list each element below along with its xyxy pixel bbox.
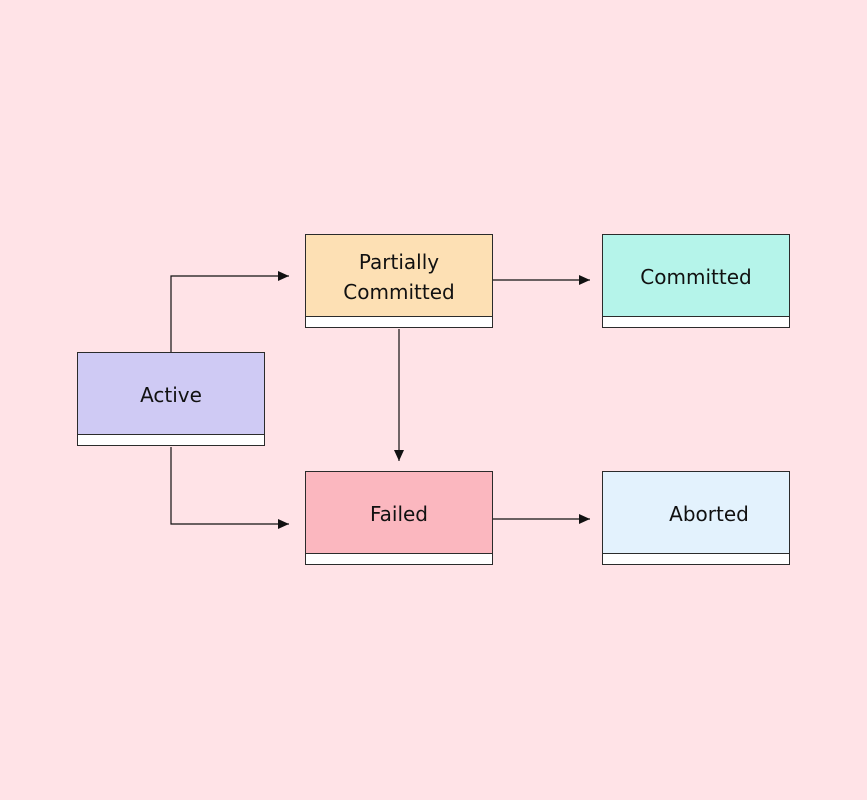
- state-aborted-label: Aborted: [669, 501, 749, 526]
- state-aborted[interactable]: Aborted: [602, 471, 790, 565]
- edge-active-to-failed: [170, 447, 289, 529]
- state-failed-body: Failed: [306, 472, 492, 555]
- state-partially-committed-footer: [306, 316, 492, 327]
- state-active-label: Active: [140, 382, 202, 407]
- state-aborted-footer: [603, 553, 789, 564]
- state-committed-label: Committed: [640, 264, 752, 289]
- edge-active-to-partially-committed: [170, 271, 289, 352]
- state-committed-footer: [603, 316, 789, 327]
- state-failed-footer: [306, 553, 492, 564]
- state-committed-body: Committed: [603, 235, 789, 318]
- state-active-body: Active: [78, 353, 264, 436]
- state-failed-label: Failed: [369, 501, 429, 526]
- state-partially-committed-body: Partially Committed: [306, 235, 492, 318]
- state-active[interactable]: Active: [77, 352, 265, 446]
- state-committed[interactable]: Committed: [602, 234, 790, 328]
- state-active-footer: [78, 434, 264, 445]
- state-partially-committed[interactable]: Partially Committed: [305, 234, 493, 328]
- state-partially-committed-label: Partially Committed: [343, 249, 455, 304]
- state-aborted-body: Aborted: [603, 472, 789, 555]
- state-failed[interactable]: Failed: [305, 471, 493, 565]
